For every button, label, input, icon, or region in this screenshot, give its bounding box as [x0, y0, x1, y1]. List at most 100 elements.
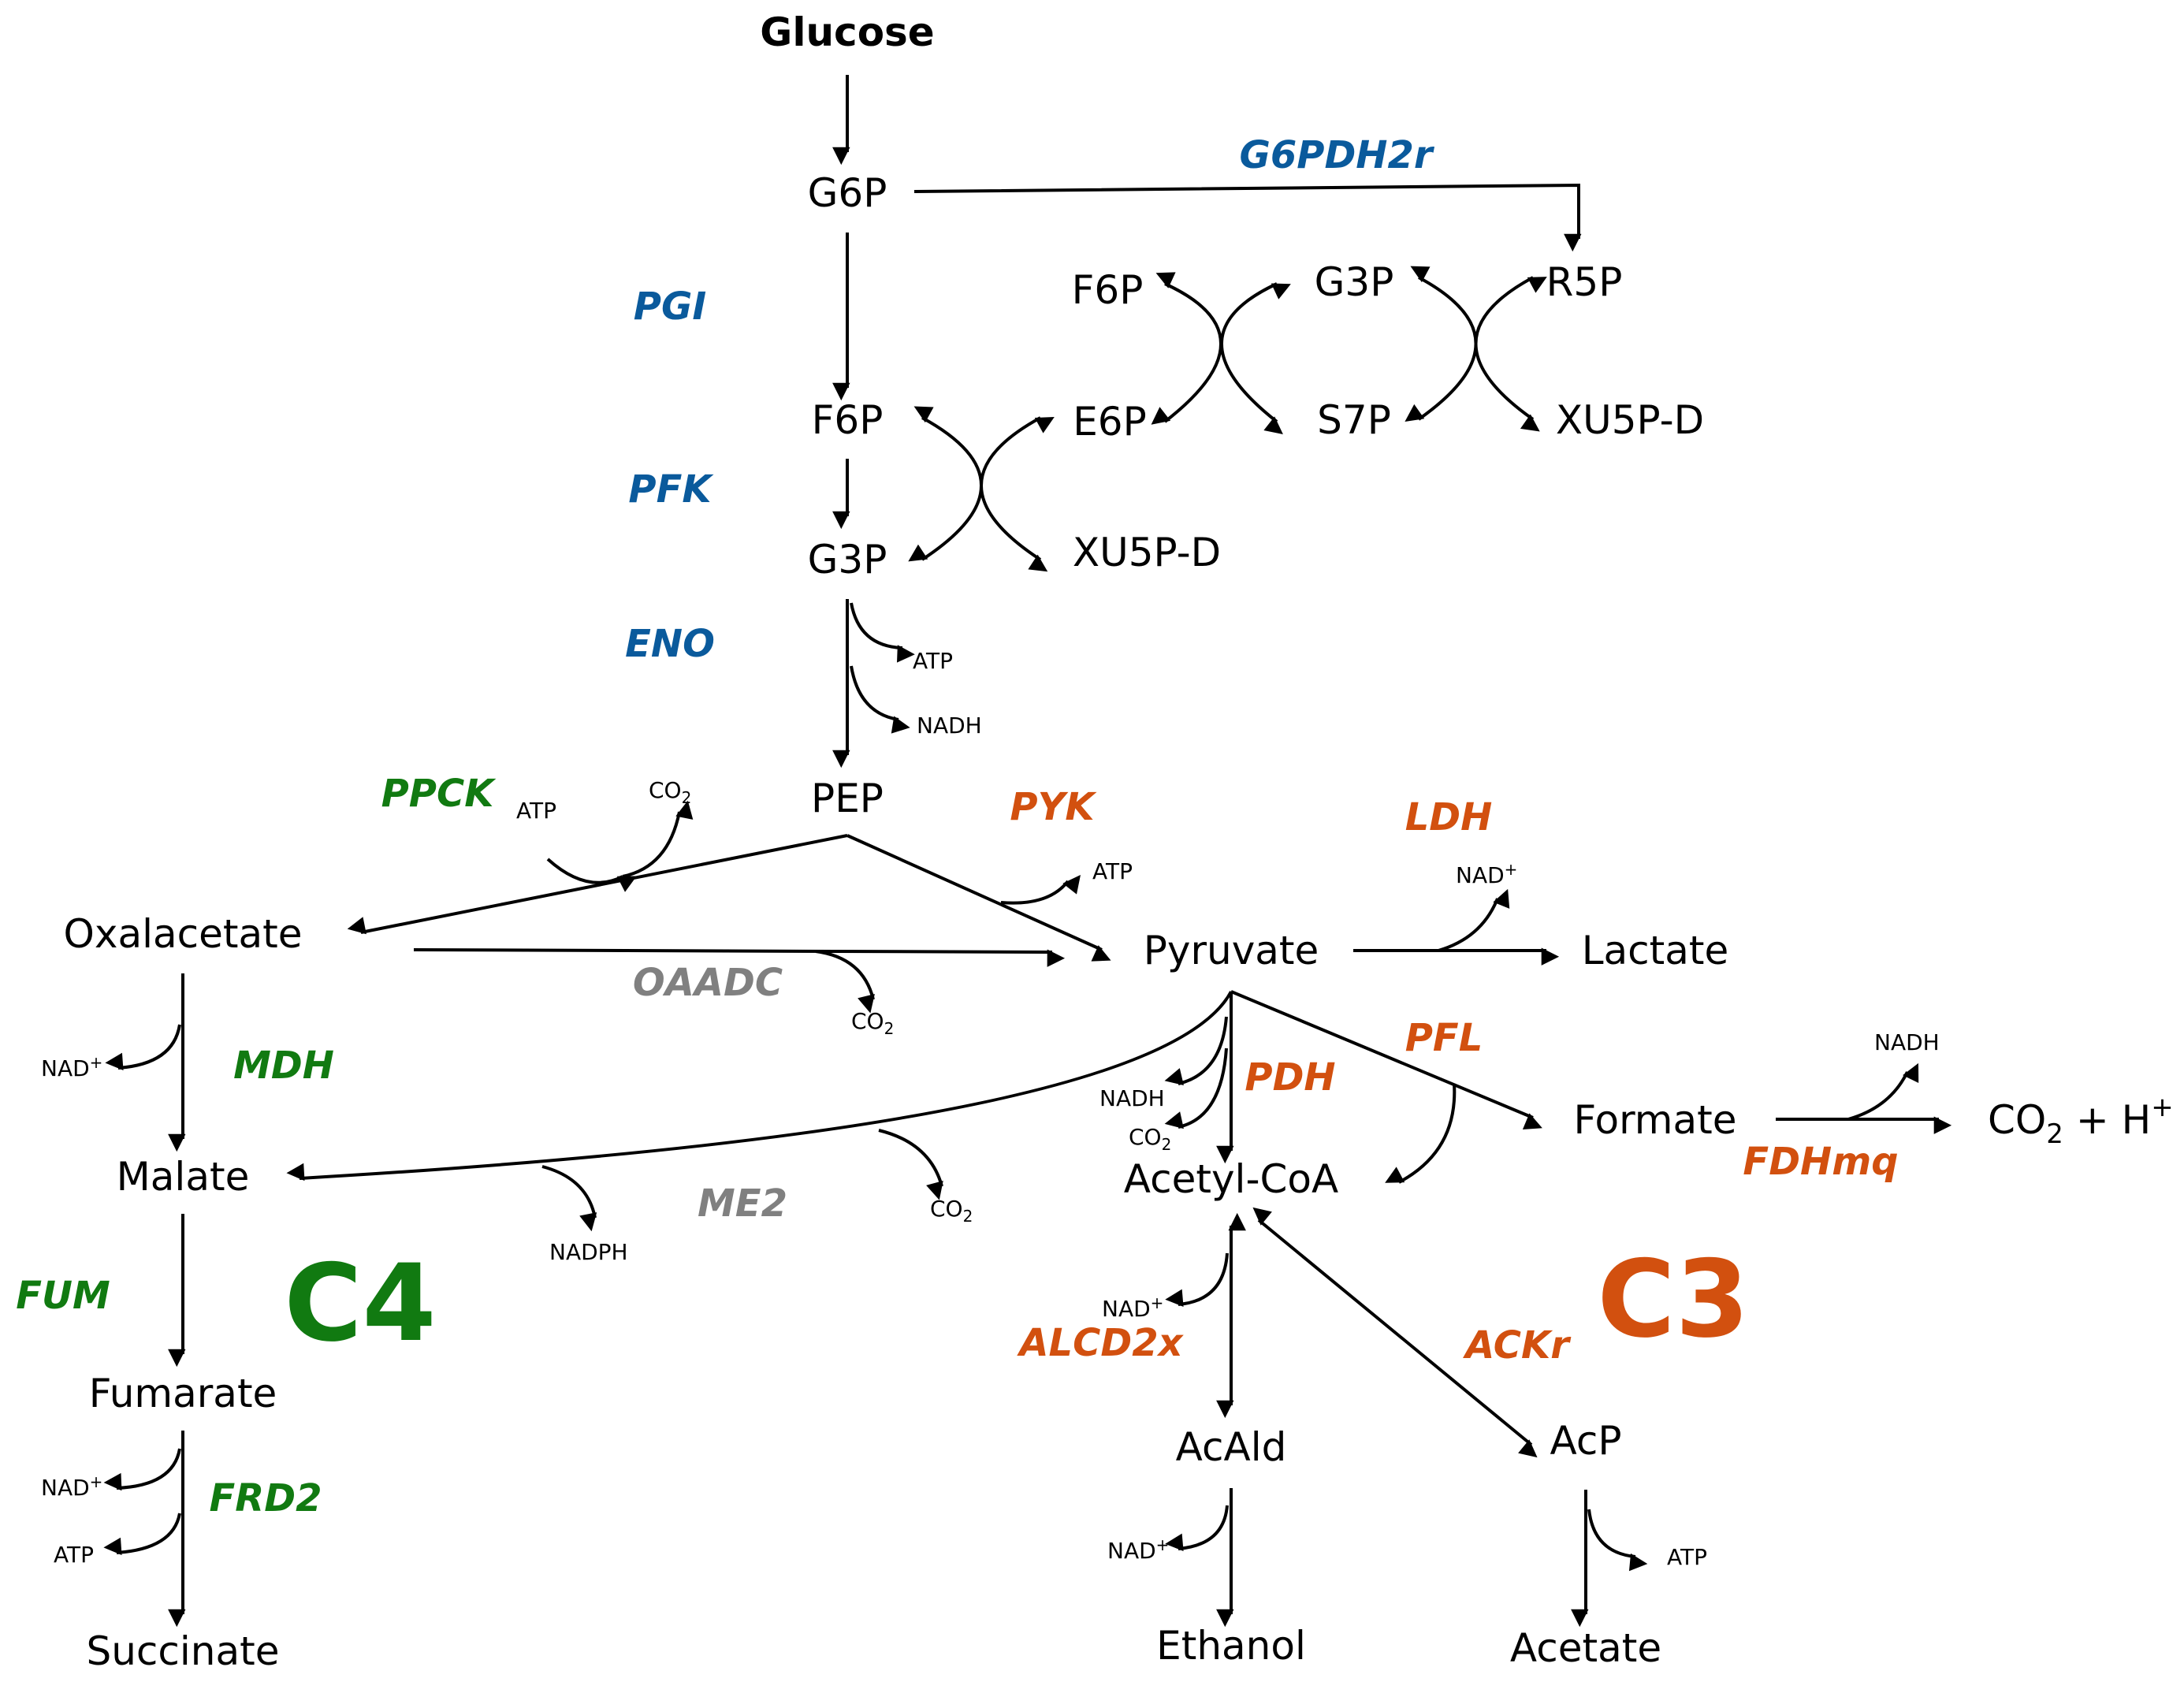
frd2-atp-side-arrow [103, 1513, 181, 1556]
fdh-nadh-label: NADH [1874, 1029, 1940, 1055]
group-c4-label: C4 [284, 1241, 436, 1365]
ppp-e6p-label: E6P [1073, 399, 1147, 445]
enzyme-me2: ME2 [698, 1181, 787, 1226]
ldh-nad-label: NAD+ [1456, 860, 1517, 888]
glucose-label: Glucose [760, 9, 934, 55]
acald-nad-side-arrow [1165, 1505, 1229, 1551]
frd-nad-label: NAD+ [41, 1472, 102, 1501]
acetyl-coa-label: Acetyl-CoA [1124, 1156, 1338, 1202]
pfl-arrow [1230, 990, 1542, 1130]
enzyme-fum: FUM [16, 1274, 110, 1318]
alcd2x-nad-side-arrow [1165, 1252, 1229, 1307]
enzyme-pdh: PDH [1245, 1055, 1335, 1100]
oxalacetate-label: Oxalacetate [64, 911, 303, 957]
pyk-arrow [846, 834, 1111, 962]
succinate-label: Succinate [87, 1628, 280, 1674]
mdh-nad-label: NAD+ [41, 1053, 102, 1081]
g3p-label: G3P [808, 537, 887, 582]
enzyme-ackr: ACKr [1462, 1323, 1572, 1368]
ppp-xu5p-left-label: XU5P-D [1073, 530, 1221, 575]
ppp-s7p-label: S7P [1317, 397, 1391, 443]
pdh-nadh-label: NADH [1099, 1085, 1165, 1111]
ppck-atp-label: ATP [516, 798, 556, 824]
enzyme-pyk: PYK [1010, 785, 1097, 829]
enzyme-oaadc: OAADC [633, 961, 783, 1005]
enzyme-fdhmq: FDHmq [1743, 1140, 1898, 1184]
ppp-f6p-label: F6P [1072, 267, 1144, 313]
eno-nadh-side-arrow [850, 665, 910, 734]
ppp-g3p-label: G3P [1315, 259, 1394, 305]
mdh-nad-side-arrow [105, 1024, 181, 1071]
ppp-xu5p-right-label: XU5P-D [1556, 397, 1704, 443]
pep-label: PEP [811, 776, 884, 821]
ppp-cross-arc-a1 [1220, 282, 1291, 435]
me2-nadph-label: NADPH [549, 1239, 628, 1265]
frd2-nad-side-arrow [103, 1448, 181, 1491]
ppck-atp-side-arrow [546, 858, 637, 892]
acp-atp-side-arrow [1587, 1509, 1648, 1572]
ethanol-label: Ethanol [1156, 1623, 1306, 1669]
eno-atp-side-arrow [850, 602, 915, 663]
ppp-cross-arc-b2 [1405, 266, 1478, 422]
ack-atp-label: ATP [1667, 1544, 1707, 1570]
enzyme-mdh: MDH [233, 1044, 334, 1088]
malate-label: Malate [117, 1154, 250, 1200]
me2-co2-side-arrow [878, 1129, 943, 1200]
reaction-arrows [103, 75, 1952, 1628]
eno-atp-label: ATP [913, 648, 953, 674]
oaadc-arrow [413, 948, 1066, 967]
enzyme-eno: ENO [625, 622, 715, 666]
group-c3-label: C3 [1597, 1237, 1749, 1361]
lactate-label: Lactate [1582, 928, 1729, 973]
enzyme-ldh: LDH [1405, 795, 1493, 839]
enzyme-pgi: PGI [634, 285, 706, 329]
oaadc-co2-label: CO2 [851, 1008, 894, 1038]
pdh-nadh-side-arrow [1164, 1016, 1228, 1085]
frd-atp-label: ATP [54, 1542, 94, 1568]
acetate-label: Acetate [1510, 1625, 1661, 1671]
f6p-label: F6P [812, 397, 884, 443]
ppp-cross-arc-c2 [908, 406, 983, 562]
ppp-cross-arc-a2 [1151, 272, 1222, 425]
enzyme-g6pdh2r: G6PDH2r [1239, 133, 1434, 177]
pdh-co2-side-arrow [1164, 1048, 1228, 1129]
fdhmq-nadh-side-arrow [1847, 1062, 1919, 1121]
g6pdh2r-arrow [913, 183, 1582, 252]
cofactors: ATP NADH ATP CO2 ATP NAD+ CO2 NAD+ NADH … [41, 648, 1940, 1570]
pyruvate-label: Pyruvate [1144, 928, 1319, 973]
eno-nadh-label: NADH [917, 713, 982, 739]
formate-label: Formate [1574, 1097, 1737, 1143]
ppck-arrow [347, 834, 848, 935]
enzyme-frd2: FRD2 [210, 1476, 322, 1520]
me2-arrow [286, 991, 1233, 1181]
alcd-nad-label: NAD+ [1102, 1293, 1163, 1322]
ldh-nad-side-arrow [1438, 888, 1510, 952]
enzyme-alcd2x: ALCD2x [1016, 1321, 1184, 1365]
enzymes: G6PDH2r PGI PFK ENO PPCK PYK LDH OAADC M… [16, 133, 1898, 1520]
pyk-atp-label: ATP [1092, 858, 1133, 884]
pfl-side-arrow [1385, 1083, 1457, 1184]
ppp-r5p-label: R5P [1546, 259, 1623, 305]
ackr-arrow [1252, 1207, 1538, 1458]
acald-nad-label: NAD+ [1107, 1535, 1169, 1564]
me2-co2-label: CO2 [930, 1196, 973, 1226]
pyk-atp-side-arrow [1000, 875, 1081, 905]
acald-label: AcAld [1176, 1424, 1287, 1470]
acp-label: AcP [1550, 1418, 1622, 1464]
fumarate-label: Fumarate [89, 1371, 277, 1416]
ppck-co2-label: CO2 [649, 777, 691, 807]
pdh-co2-label: CO2 [1129, 1124, 1171, 1154]
co2-h-label: CO2 + H+ [1988, 1092, 2174, 1150]
group-labels: C4 C3 [284, 1237, 1749, 1365]
enzyme-ppck: PPCK [381, 772, 497, 816]
enzyme-pfk: PFK [628, 467, 714, 512]
metabolites: Glucose G6P F6P G3P PEP F6P G3P R5P E6P … [64, 9, 1737, 1674]
me2-nadph-side-arrow [541, 1165, 597, 1232]
enzyme-pfl: PFL [1405, 1016, 1483, 1060]
ppck-co2-side-arrow [622, 800, 694, 878]
oaadc-co2-side-arrow [815, 950, 875, 1014]
ppp-cross-arc-c1 [980, 416, 1055, 572]
ppp-cross-arc-b1 [1474, 276, 1547, 432]
g6p-label: G6P [808, 170, 887, 216]
